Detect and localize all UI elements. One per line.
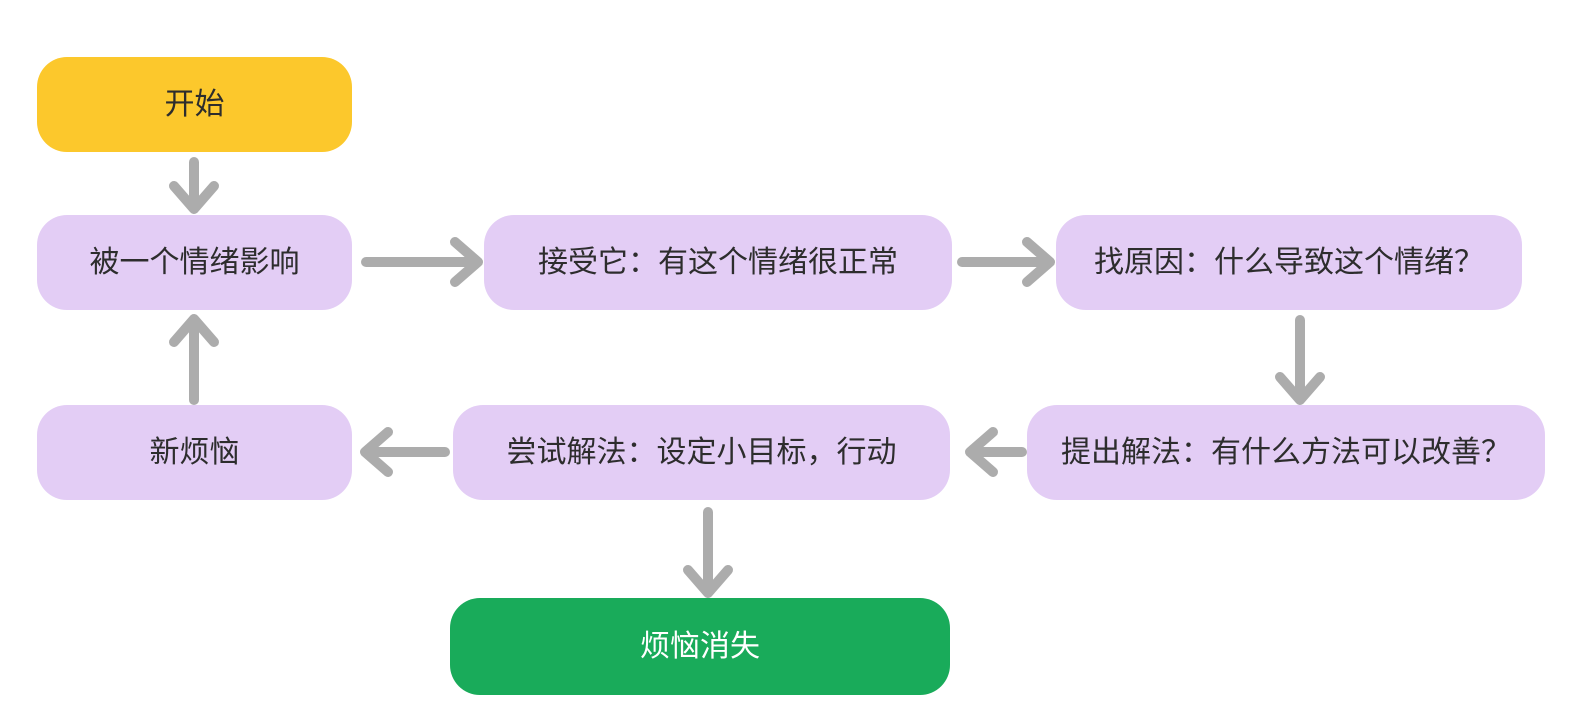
node-label: 被一个情绪影响 [89,245,300,279]
node-find-cause: 找原因：什么导致这个情绪？ [1056,215,1522,310]
node-label: 尝试解法：设定小目标，行动 [506,435,897,469]
node-affected: 被一个情绪影响 [37,215,352,310]
node-try-solution: 尝试解法：设定小目标，行动 [453,405,950,500]
arrow-affected-to-accept [361,237,483,287]
arrow-try-solution-to-new-trouble [360,427,450,477]
node-label: 开始 [164,87,225,121]
node-label: 提出解法：有什么方法可以改善？ [1061,435,1511,469]
node-propose: 提出解法：有什么方法可以改善？ [1027,405,1545,500]
node-label: 烦恼消失 [640,629,760,663]
node-label: 接受它：有这个情绪很正常 [538,245,898,279]
arrow-new-trouble-to-affected [169,314,219,405]
arrow-propose-to-try-solution [965,427,1027,477]
node-label: 新烦恼 [149,435,240,469]
arrow-start-to-affected [169,157,219,214]
node-label: 找原因：什么导致这个情绪？ [1094,245,1484,279]
node-new-trouble: 新烦恼 [37,405,352,500]
arrow-find-cause-to-propose [1275,315,1325,405]
arrow-try-solution-to-resolved [683,507,733,598]
arrow-accept-to-find-cause [957,237,1055,287]
node-accept: 接受它：有这个情绪很正常 [484,215,952,310]
node-start: 开始 [37,57,352,152]
node-resolved: 烦恼消失 [450,598,950,695]
